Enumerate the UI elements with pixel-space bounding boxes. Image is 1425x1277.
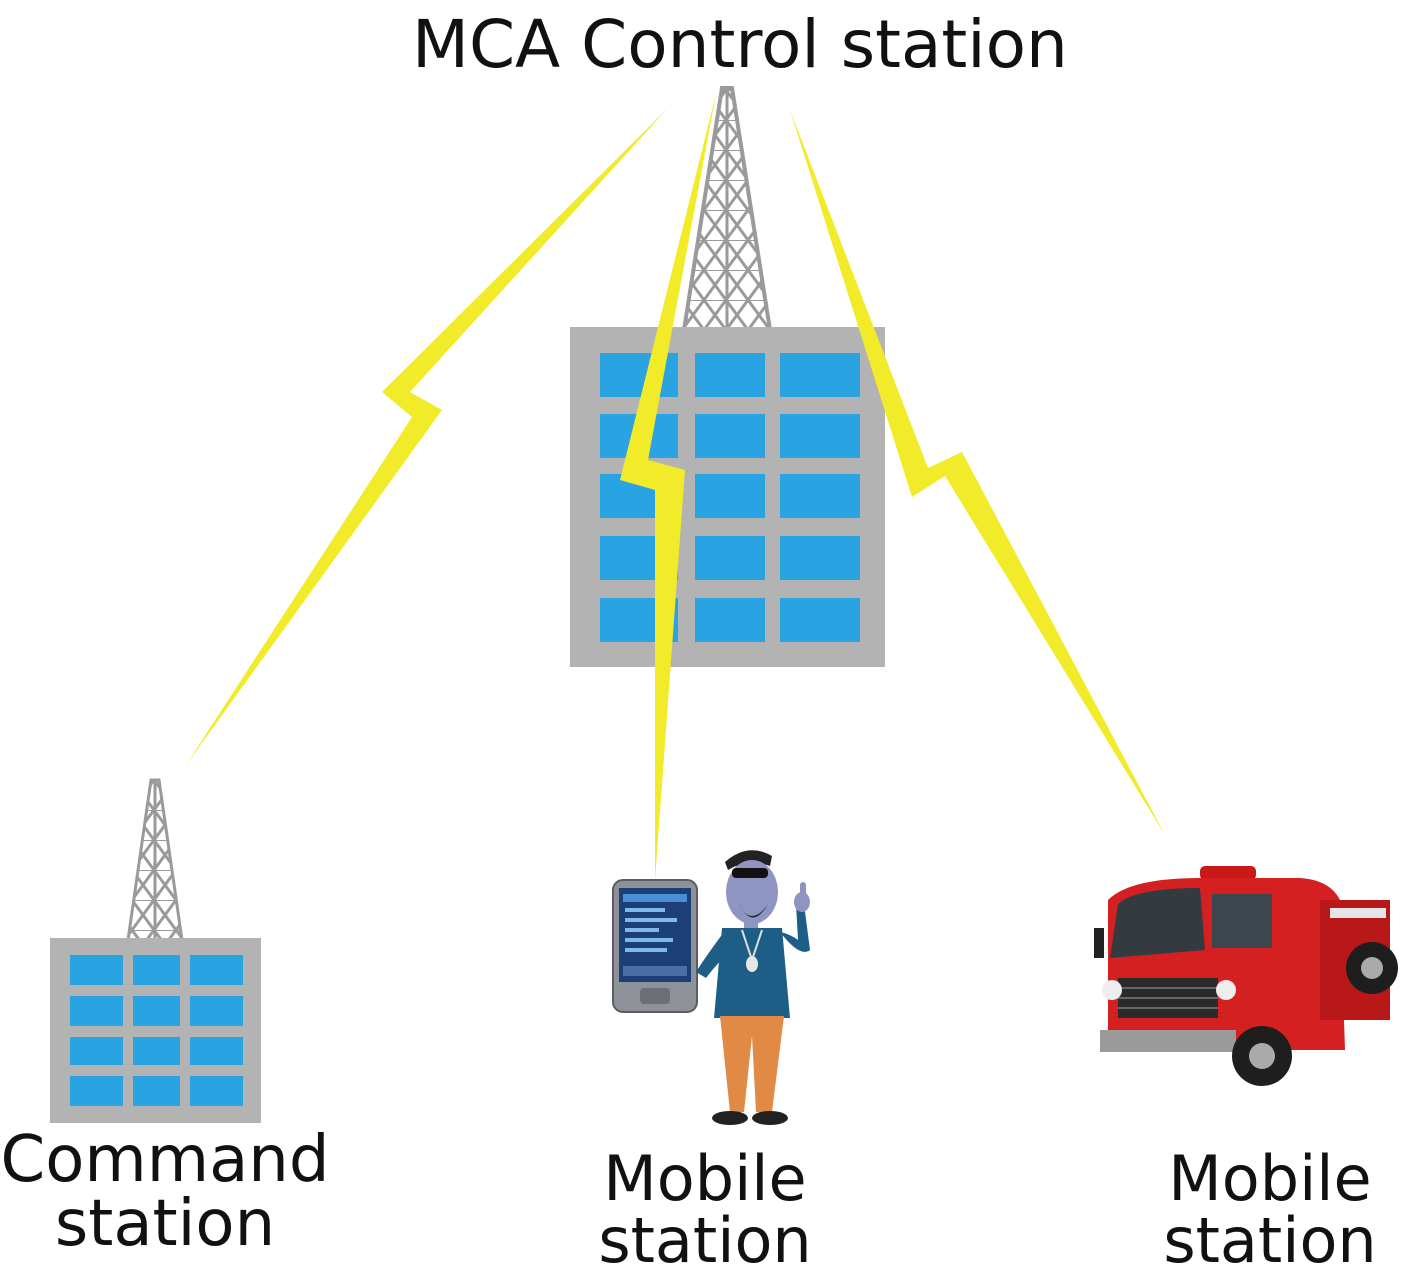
fire-truck-icon — [1094, 866, 1398, 1086]
command-station-label-line2: station — [54, 1187, 276, 1261]
command-station-building-icon — [50, 938, 261, 1123]
mobile-station-person-label-line1: Mobile — [603, 1142, 807, 1215]
control-station-building-icon — [570, 327, 885, 667]
radio-links — [186, 94, 1165, 880]
control-building-windows — [600, 353, 860, 642]
command-tower-icon — [126, 778, 184, 942]
command-building-windows — [70, 955, 243, 1106]
mobile-station-person-label-line2: station — [598, 1204, 812, 1277]
mobile-station-truck-label-line2: station — [1163, 1204, 1377, 1277]
control-station-title: MCA Control station — [412, 6, 1068, 83]
person-icon — [696, 850, 810, 1125]
mobile-station-truck-label-line1: Mobile — [1168, 1142, 1372, 1215]
command-station-label: Command station — [0, 1128, 330, 1256]
command-station-label-line1: Command — [0, 1123, 330, 1197]
signal-bolt-mobile-person — [620, 94, 716, 880]
control-tower-icon — [681, 86, 773, 332]
handheld-terminal-icon — [612, 879, 698, 1013]
mobile-station-truck-label: Mobile station — [1130, 1148, 1410, 1272]
mobile-station-person-label: Mobile station — [560, 1148, 850, 1272]
